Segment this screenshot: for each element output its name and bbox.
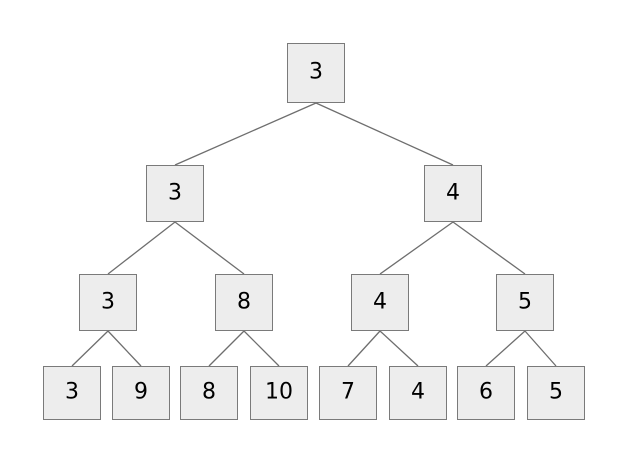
tree-node: 3 (43, 366, 101, 420)
tree-edge (174, 221, 245, 275)
tree-node-label: 3 (65, 379, 79, 405)
tree-edge (485, 330, 526, 367)
tree-node: 3 (287, 43, 345, 103)
tree-node: 8 (180, 366, 238, 420)
tree-node-label: 5 (549, 379, 563, 405)
tree-node-label: 4 (411, 379, 425, 405)
tree-node-label: 3 (309, 59, 323, 85)
tree-edge (315, 102, 454, 166)
tree-node: 9 (112, 366, 170, 420)
tree-node-label: 7 (341, 379, 355, 405)
tree-node: 5 (496, 274, 554, 331)
tree-node-label: 3 (101, 289, 115, 314)
tree-edge (107, 330, 142, 367)
tree-edge (379, 221, 454, 275)
tree-node: 4 (351, 274, 409, 331)
tree-node-label: 10 (265, 379, 293, 405)
tree-node: 10 (250, 366, 308, 420)
tree-node: 4 (389, 366, 447, 420)
tree-edge (107, 221, 176, 275)
tree-edge (174, 102, 317, 166)
tree-node: 5 (527, 366, 585, 420)
tree-node: 8 (215, 274, 273, 331)
tree-node-label: 5 (518, 289, 532, 314)
tree-node-label: 4 (446, 180, 460, 205)
tree-edge (524, 330, 557, 367)
tree-node-label: 9 (134, 379, 148, 405)
tree-node-label: 4 (373, 289, 387, 314)
tree-edge (379, 330, 419, 367)
tree-edge (71, 330, 109, 367)
tree-node: 7 (319, 366, 377, 420)
tree-node-label: 3 (168, 180, 182, 205)
tree-node-label: 8 (237, 289, 251, 314)
tree-edge (452, 221, 526, 275)
tree-node: 3 (146, 165, 204, 222)
tree-edge (208, 330, 245, 367)
tree-node: 6 (457, 366, 515, 420)
tree-node: 4 (424, 165, 482, 222)
tree-node-label: 6 (479, 379, 493, 405)
tree-node: 3 (79, 274, 137, 331)
tree-edge (243, 330, 280, 367)
tree-node-label: 8 (202, 379, 216, 405)
tree-edge (347, 330, 381, 367)
